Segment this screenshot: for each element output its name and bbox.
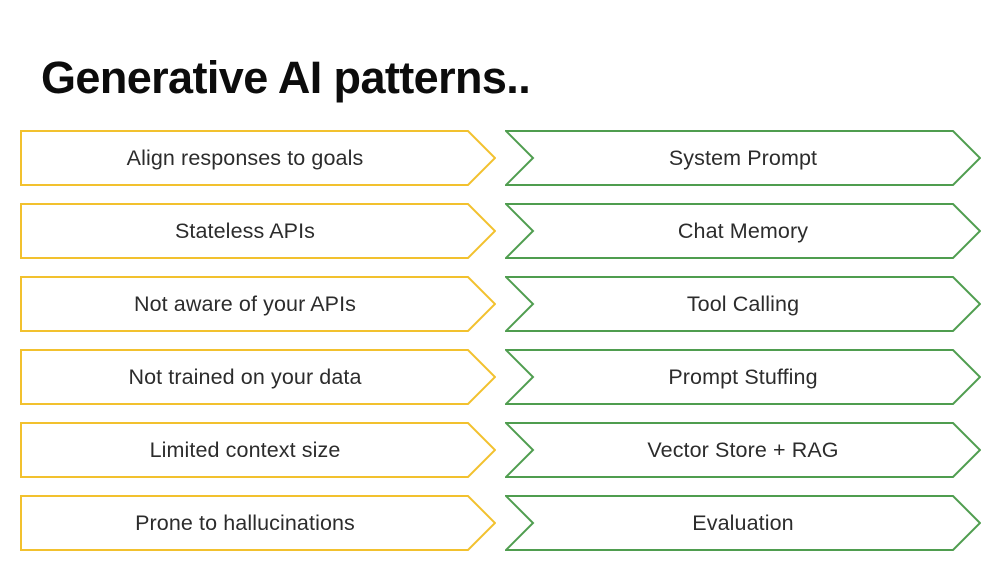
arrow-row-3: Not aware of your APIs Tool Calling bbox=[0, 276, 1000, 332]
arrow-right-2[interactable]: Chat Memory bbox=[505, 203, 981, 259]
pentagon-arrow-icon bbox=[20, 276, 496, 332]
arrow-right-label-5: Vector Store + RAG bbox=[647, 438, 839, 462]
arrow-right-4[interactable]: Prompt Stuffing bbox=[505, 349, 981, 405]
pentagon-arrow-icon bbox=[20, 495, 496, 551]
pentagon-arrow-icon bbox=[20, 130, 496, 186]
arrow-row-4: Not trained on your data Prompt Stuffing bbox=[0, 349, 1000, 405]
arrow-right-3[interactable]: Tool Calling bbox=[505, 276, 981, 332]
arrow-right-label-1: System Prompt bbox=[668, 146, 818, 170]
arrow-right-label-4: Prompt Stuffing bbox=[668, 365, 818, 389]
chevron-arrow-icon bbox=[505, 203, 981, 259]
arrow-left-label-5: Limited context size bbox=[149, 438, 341, 462]
arrow-right-6[interactable]: Evaluation bbox=[505, 495, 981, 551]
arrow-left-6[interactable]: Prone to hallucinations bbox=[20, 495, 496, 551]
pentagon-arrow-icon bbox=[20, 422, 496, 478]
arrow-right-5[interactable]: Vector Store + RAG bbox=[505, 422, 981, 478]
arrow-left-label-3: Not aware of your APIs bbox=[133, 292, 357, 316]
arrow-left-2[interactable]: Stateless APIs bbox=[20, 203, 496, 259]
arrow-right-label-3: Tool Calling bbox=[686, 292, 800, 316]
chevron-arrow-icon bbox=[505, 495, 981, 551]
chevron-arrow-icon bbox=[505, 422, 981, 478]
arrow-left-4[interactable]: Not trained on your data bbox=[20, 349, 496, 405]
page-title: Generative AI patterns.. bbox=[41, 52, 531, 103]
arrow-row-1: Align responses to goals System Prompt bbox=[0, 130, 1000, 186]
chevron-arrow-icon bbox=[505, 276, 981, 332]
pentagon-arrow-icon bbox=[20, 203, 496, 259]
arrow-left-label-6: Prone to hallucinations bbox=[135, 511, 355, 535]
arrow-left-3[interactable]: Not aware of your APIs bbox=[20, 276, 496, 332]
arrow-left-label-4: Not trained on your data bbox=[128, 365, 362, 389]
pentagon-arrow-icon bbox=[20, 349, 496, 405]
arrow-right-label-2: Chat Memory bbox=[677, 219, 809, 243]
arrow-row-5: Limited context size Vector Store + RAG bbox=[0, 422, 1000, 478]
arrow-left-5[interactable]: Limited context size bbox=[20, 422, 496, 478]
arrow-right-1[interactable]: System Prompt bbox=[505, 130, 981, 186]
chevron-arrow-icon bbox=[505, 130, 981, 186]
arrow-row-2: Stateless APIs Chat Memory bbox=[0, 203, 1000, 259]
chevron-arrow-icon bbox=[505, 349, 981, 405]
arrow-right-label-6: Evaluation bbox=[692, 511, 794, 535]
arrow-left-1[interactable]: Align responses to goals bbox=[20, 130, 496, 186]
arrow-row-6: Prone to hallucinations Evaluation bbox=[0, 495, 1000, 551]
arrow-left-label-2: Stateless APIs bbox=[174, 219, 316, 243]
arrow-left-label-1: Align responses to goals bbox=[126, 146, 364, 170]
